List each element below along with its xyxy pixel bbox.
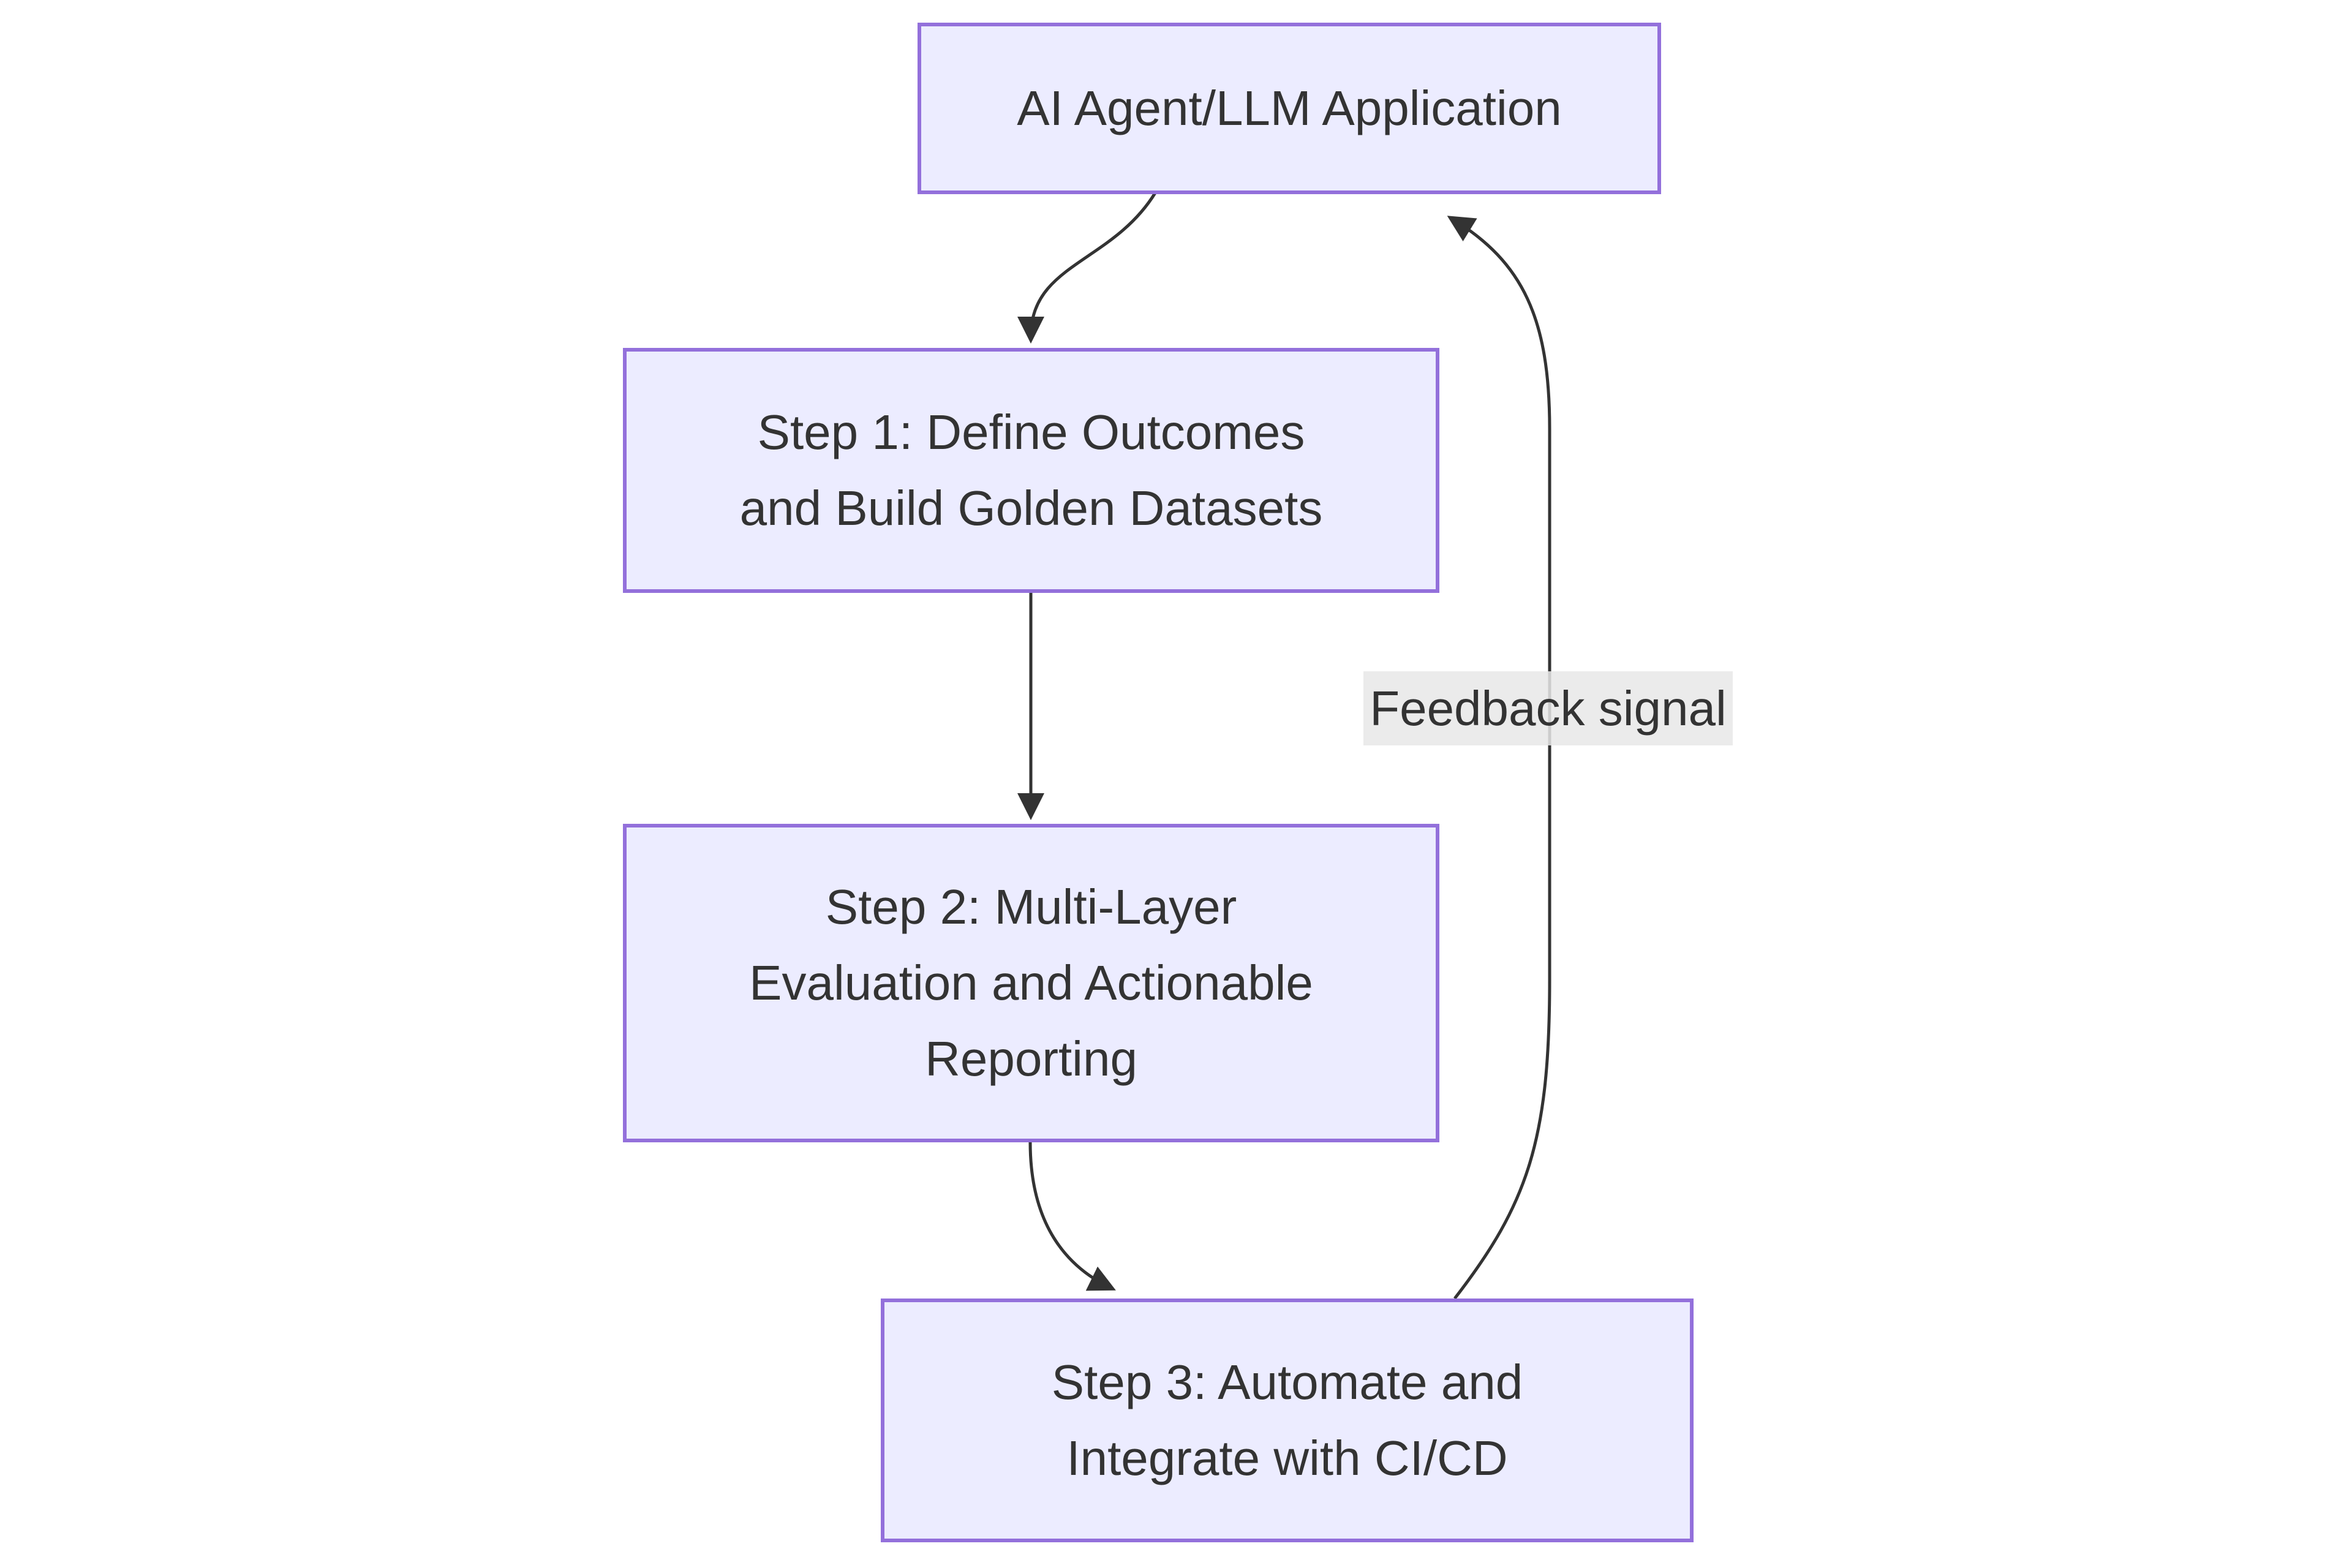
node-label-line: AI Agent/LLM Application bbox=[1017, 81, 1562, 135]
node-label-line: Step 1: Define Outcomes bbox=[757, 405, 1305, 459]
edge-label-feedback-signal: Feedback signal bbox=[1363, 671, 1733, 745]
node-label-line: Evaluation and Actionable bbox=[749, 956, 1313, 1010]
edge-label-text: Feedback signal bbox=[1370, 680, 1727, 736]
edge-step2-to-step3 bbox=[1028, 1142, 1116, 1291]
node-step-1-define-outcomes: Step 1: Define Outcomes and Build Golden… bbox=[623, 348, 1439, 593]
node-label-line: Integrate with CI/CD bbox=[1066, 1431, 1508, 1485]
node-step-2-multi-layer-evaluation: Step 2: Multi-Layer Evaluation and Actio… bbox=[623, 824, 1439, 1142]
node-label-line: Step 3: Automate and bbox=[1051, 1355, 1523, 1409]
edge-step3-to-app-feedback bbox=[1447, 216, 1551, 1300]
node-label-line: Step 2: Multi-Layer bbox=[825, 880, 1237, 934]
node-step-3-automate-cicd: Step 3: Automate and Integrate with CI/C… bbox=[881, 1298, 1694, 1542]
node-ai-agent-llm-application: AI Agent/LLM Application bbox=[918, 23, 1661, 194]
node-label-line: Reporting bbox=[925, 1031, 1137, 1086]
node-label-line: and Build Golden Datasets bbox=[739, 481, 1323, 535]
edge-app-to-step1 bbox=[1017, 192, 1157, 344]
